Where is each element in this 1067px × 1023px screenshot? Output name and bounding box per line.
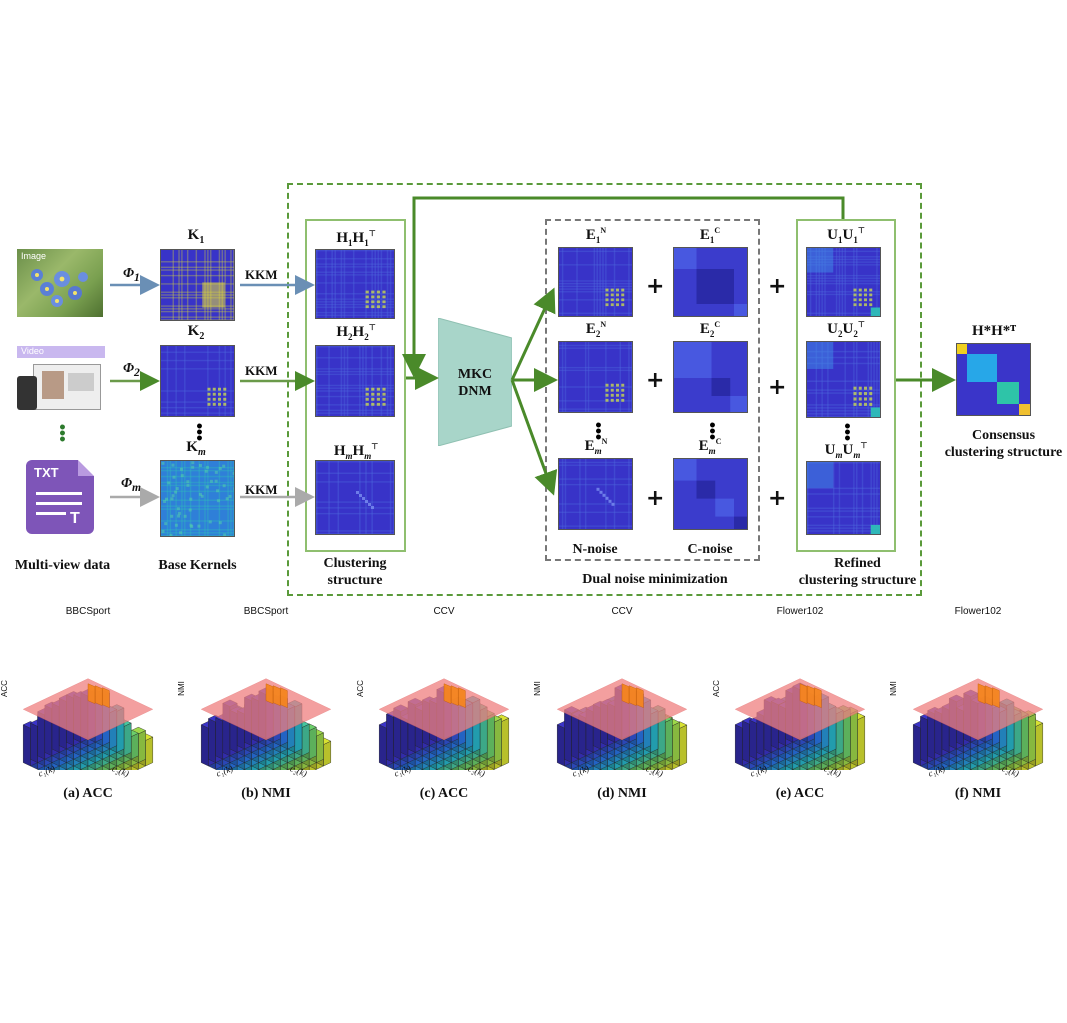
subplot-title: Flower102 bbox=[954, 606, 1002, 617]
main-dashed-frame bbox=[287, 183, 922, 596]
phi-1-label: Φ1 bbox=[123, 266, 140, 284]
h1-matrix bbox=[315, 249, 395, 319]
phi-m-label: Φm bbox=[121, 476, 142, 494]
u1-label: U1U1⊤ bbox=[827, 226, 865, 245]
image-view-thumbnail: Image bbox=[17, 249, 103, 317]
subplot-caption: (d) NMI bbox=[597, 786, 647, 801]
plus-c2-u2: + bbox=[768, 375, 787, 400]
subplot-caption: (a) ACC bbox=[63, 786, 113, 801]
ecm-matrix bbox=[673, 458, 748, 530]
plus-c1-u1: + bbox=[768, 274, 787, 299]
hm-matrix bbox=[315, 460, 395, 535]
image-tag: Image bbox=[21, 251, 47, 261]
hm-label: HmHm⊤ bbox=[333, 442, 379, 461]
plus-n1-c1: + bbox=[646, 274, 665, 299]
subplot-title: CCV bbox=[611, 606, 633, 617]
subplot-caption: (c) ACC bbox=[419, 786, 469, 801]
base-kernels-caption: Base Kernels bbox=[158, 558, 237, 573]
multiview-caption: Multi-view data bbox=[14, 558, 111, 573]
kkm-m-label: KKM bbox=[245, 482, 278, 497]
txt-mark: T bbox=[70, 510, 80, 527]
plus-n2-c2: + bbox=[646, 368, 665, 393]
subplot-title: CCV bbox=[433, 606, 455, 617]
inputs-vdots: ••• bbox=[58, 420, 67, 448]
c-noise-caption: C-noise bbox=[687, 542, 733, 557]
u2-label: U2U2⊤ bbox=[827, 320, 865, 339]
tablet-icon bbox=[17, 376, 37, 410]
kernel-1-label: K1 bbox=[187, 227, 205, 246]
subplot-title: BBCSport bbox=[243, 606, 289, 617]
ec1-matrix bbox=[673, 247, 748, 317]
en2-matrix bbox=[558, 341, 633, 413]
plus-nm-cm: + bbox=[646, 486, 665, 511]
kernel-2-matrix bbox=[160, 345, 235, 417]
noise-c-vdots: ••• bbox=[708, 418, 717, 446]
ec2-matrix bbox=[673, 341, 748, 413]
txt-tag: TXT bbox=[34, 465, 59, 480]
kernel-m-label: Km bbox=[186, 439, 206, 458]
enm-matrix bbox=[558, 458, 633, 530]
phi-2-label: Φ2 bbox=[123, 361, 140, 379]
h1-label: H1H1⊤ bbox=[336, 229, 376, 248]
u2-matrix bbox=[806, 341, 881, 418]
h2-label: H2H2⊤ bbox=[336, 323, 376, 342]
subplot-caption: (e) ACC bbox=[775, 786, 825, 801]
refined-structure-box bbox=[796, 219, 896, 552]
enm-label: EmN bbox=[584, 437, 608, 456]
kernel-2-label: K2 bbox=[187, 323, 205, 342]
ec2-label: E2C bbox=[699, 320, 721, 339]
plus-cm-um: + bbox=[768, 486, 787, 511]
um-label: UmUm⊤ bbox=[824, 441, 868, 460]
kernel-vdots: ••• bbox=[195, 419, 204, 447]
dual-noise-caption: Dual noise minimization bbox=[582, 572, 728, 587]
n-noise-caption: N-noise bbox=[572, 542, 618, 557]
consensus-label: H*H*ᵀ bbox=[971, 323, 1017, 339]
en1-matrix bbox=[558, 247, 633, 317]
subplot-caption: (b) NMI bbox=[241, 786, 291, 801]
noise-n-vdots: ••• bbox=[594, 418, 603, 446]
subplot-title: Flower102 bbox=[776, 606, 824, 617]
en2-label: E2N bbox=[585, 320, 607, 339]
ec1-label: E1C bbox=[699, 226, 721, 245]
h2-matrix bbox=[315, 345, 395, 417]
kernel-1-matrix bbox=[160, 249, 235, 321]
refined-vdots: ••• bbox=[843, 419, 852, 447]
kernel-m-matrix bbox=[160, 460, 235, 537]
um-matrix bbox=[806, 461, 881, 535]
video-view-thumbnail: Video bbox=[17, 346, 105, 416]
txt-view-icon: TXT T bbox=[26, 460, 94, 534]
video-tag: Video bbox=[21, 346, 44, 356]
consensus-matrix bbox=[956, 343, 1031, 416]
flower-image-icon bbox=[31, 269, 88, 307]
en1-label: E1N bbox=[585, 226, 607, 245]
u1-matrix bbox=[806, 247, 881, 317]
ecm-label: EmC bbox=[698, 437, 722, 456]
kkm-2-label: KKM bbox=[245, 363, 278, 378]
subplot-caption: (f) NMI bbox=[954, 786, 1002, 801]
subplot-title: BBCSport bbox=[65, 606, 111, 617]
video-screen-icon bbox=[33, 364, 101, 410]
kkm-1-label: KKM bbox=[245, 267, 278, 282]
